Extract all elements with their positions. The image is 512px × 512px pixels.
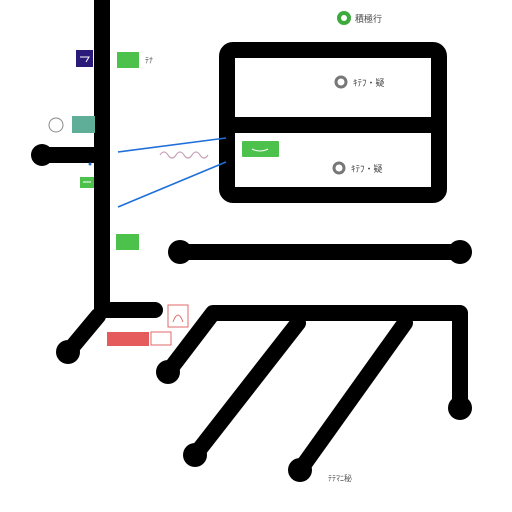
long-horizontal-left-dot [168,240,192,264]
sidebar-outline-circle-icon [48,117,64,133]
lower-frame-stroke [160,305,468,416]
inner-diagonal-1 [187,315,306,463]
bottom-row-circle-icon [332,161,346,175]
top-row-label: ｷﾃﾌ・疑 [353,78,385,89]
legend-green-dot-center [341,15,347,21]
sidebar-purple-chip [76,50,93,67]
top-row-circle-icon [334,75,348,89]
connector-scribble [159,151,209,159]
blue-connector-lower [117,161,227,208]
lower-frame-left-dot [156,360,180,384]
sidebar-teal-chip [72,116,95,133]
bottom-outline-box [167,304,189,328]
inner-diagonal-2 [292,315,413,478]
bottom-outline-box-glyph [172,314,184,323]
bottom-red-chip-side [150,331,172,346]
bottom-red-chip [107,332,149,346]
box-green-chip [242,141,279,157]
box-green-chip-mark [251,148,269,152]
blue-connector-upper [117,137,227,153]
sidebar-green-chip-top [117,52,139,68]
sidebar-top-label: ﾃﾅ [145,56,153,65]
sidebar-green-chip-low [116,234,139,250]
sidebar-purple-chip-mark [80,56,90,63]
left-diagonal-end-dot [56,340,80,364]
inner-diagonal-1-dot [183,443,207,467]
bottom-label: ﾃﾃﾏﾆ秘 [328,473,352,483]
left-tick-end-dot [31,144,53,166]
lower-frame-right-dot [448,396,472,420]
sidebar-small-dot [88,162,92,166]
inner-diagonal-2-dot [288,458,312,482]
bottom-row-label: ｷﾃﾌ・疑 [351,164,383,175]
legend-label: 積極行 [355,13,382,25]
long-horizontal-right-dot [448,240,472,264]
